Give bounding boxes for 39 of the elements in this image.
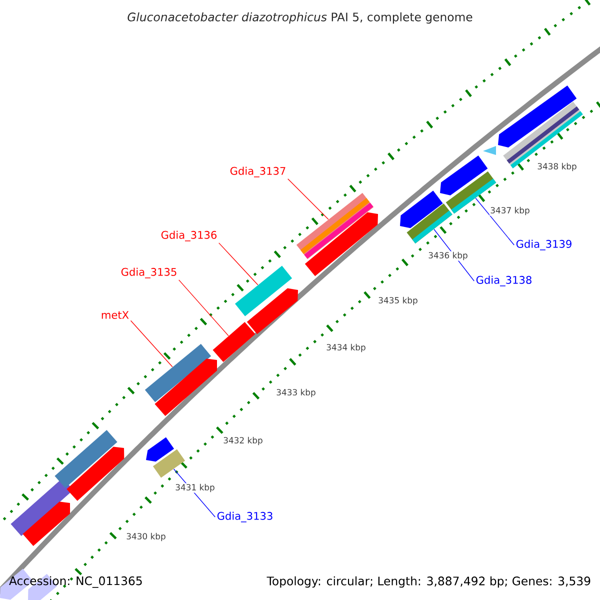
gene-label: Gdia_3135	[121, 268, 176, 278]
gene-block	[304, 212, 378, 276]
gene-label: Gdia_3136	[161, 230, 217, 242]
scale-label: 3431 kbp	[174, 483, 216, 493]
gene-marker	[483, 146, 496, 155]
scale-label: 3438 kbp	[536, 162, 578, 172]
gene-block	[146, 437, 174, 462]
gene-bar	[144, 344, 212, 402]
scale-label: 3437 kbp	[489, 206, 531, 216]
gene-block	[400, 190, 443, 228]
scale-label: 3432 kbp	[222, 436, 264, 446]
footer-text: Topology: circular; Length: 3,887,492 bp; Genes: 3,539	[266, 576, 590, 588]
gene-label: Gdia_3137	[230, 166, 286, 178]
leader-line	[178, 280, 229, 336]
gene-bar	[152, 449, 186, 478]
gene-label: metX	[102, 311, 129, 319]
leader-line	[130, 320, 173, 368]
gene-block	[246, 288, 298, 334]
gene-label: Gdia_3139	[516, 240, 572, 250]
leader-line	[475, 198, 514, 246]
gene-label: Gdia_3133	[217, 512, 272, 522]
title: Gluconacetobacter diazotrophicus PAI 5, complete genome	[128, 12, 472, 24]
scale-label: 3433 kbp	[275, 388, 317, 398]
footer-text: Accession: NC_011365	[9, 576, 142, 588]
gene-bar	[235, 266, 292, 316]
scale-label: 3436 kbp	[427, 251, 469, 261]
scale-label: 3434 kbp	[325, 343, 367, 353]
gene-block	[66, 446, 124, 501]
leader-line	[218, 242, 258, 286]
gene-bar	[212, 322, 256, 362]
gene-block	[154, 358, 217, 416]
gene-label: Gdia_3138	[476, 276, 532, 286]
gene-block	[22, 502, 70, 546]
gene-block	[440, 156, 488, 196]
gene-bar	[54, 430, 118, 488]
leader-line	[288, 178, 329, 220]
gene-block	[498, 85, 577, 148]
scale-label: 3435 kbp	[377, 296, 419, 306]
scale-label: 3430 kbp	[125, 532, 167, 542]
